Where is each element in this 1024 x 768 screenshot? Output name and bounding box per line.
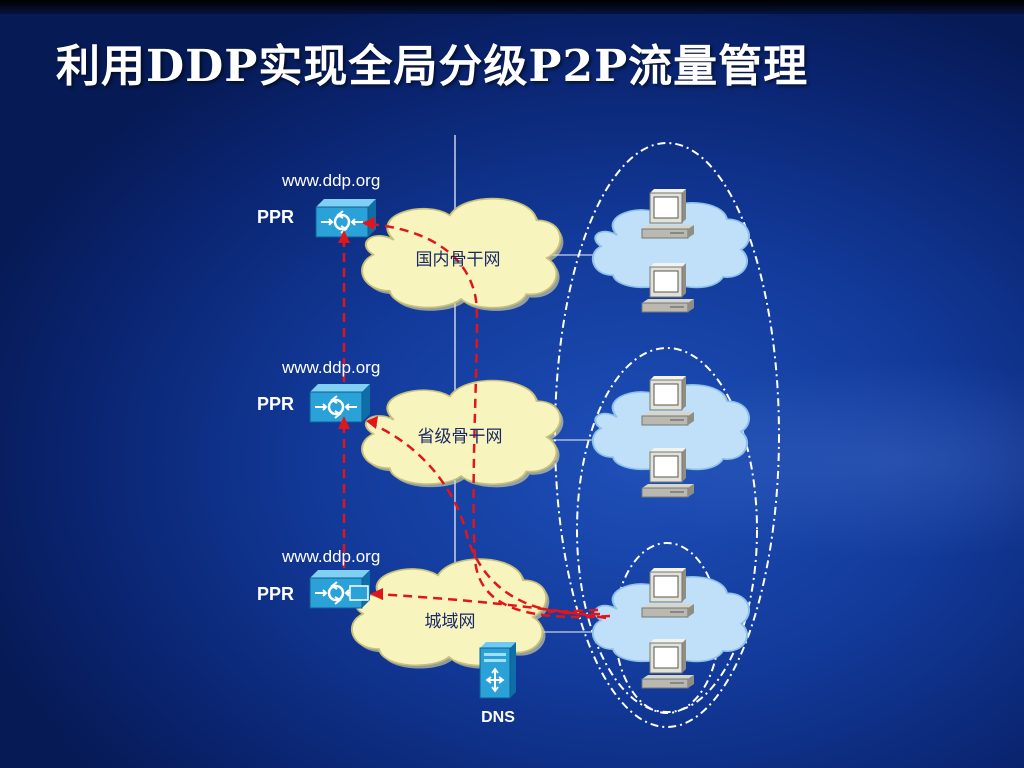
- arrowhead: [370, 588, 383, 600]
- ppr-router-icon: [314, 197, 378, 239]
- url-label: www.ddp.org: [281, 358, 380, 377]
- router-label: PPR: [257, 394, 294, 414]
- router-label: PPR: [257, 584, 294, 604]
- traffic-path: [371, 422, 601, 616]
- router-port-icon: [349, 585, 369, 601]
- url-label: www.ddp.org: [281, 547, 380, 566]
- slide-title: 利用DDP实现全局分级P2P流量管理: [56, 41, 809, 92]
- ppr-router-icon: [308, 382, 372, 424]
- network-label: 国内骨干网: [416, 250, 501, 270]
- traffic-path: [367, 222, 611, 619]
- dns-label: DNS: [481, 709, 515, 726]
- arrowhead: [338, 230, 350, 243]
- network-label: 城域网: [425, 612, 476, 632]
- traffic-arrowheads: [338, 217, 383, 600]
- arrowhead: [362, 217, 375, 230]
- arrowhead: [366, 416, 378, 429]
- url-label: www.ddp.org: [281, 171, 380, 190]
- dns-server-icon: [479, 642, 516, 699]
- traffic-path: [375, 592, 607, 620]
- network-label: 省级骨干网: [418, 427, 503, 447]
- top-bar: [0, 0, 1024, 14]
- router-label: PPR: [257, 207, 294, 227]
- arrowhead: [338, 416, 350, 429]
- traffic-paths: [342, 222, 611, 620]
- traffic-path: [547, 608, 599, 614]
